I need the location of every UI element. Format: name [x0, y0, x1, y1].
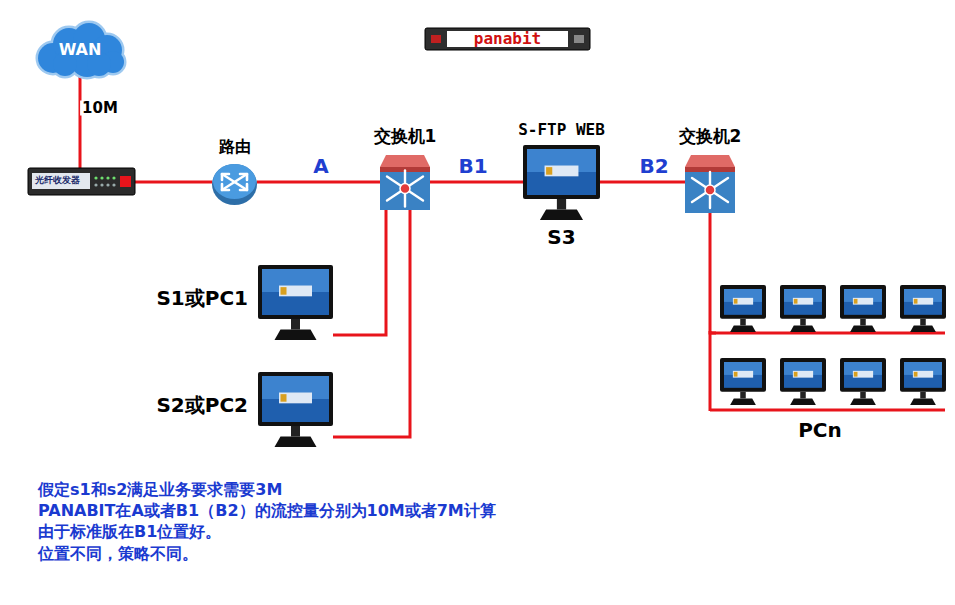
- device-label: 路由: [219, 138, 251, 156]
- pc-group: PCn: [716, 283, 946, 413]
- network-link: [710, 213, 716, 333]
- note-text: PANABIT在A或者B1（B2）的流控量分别为10M或者7M计算: [38, 501, 496, 520]
- network-link: [600, 181, 685, 184]
- switch-icon: 交换机2: [685, 155, 735, 213]
- link-label: 10M: [80, 101, 120, 116]
- fiber-transceiver: 光纤收发器: [28, 168, 135, 195]
- monitor-symbol: [258, 372, 333, 447]
- network-link: [430, 181, 523, 184]
- network-link: [135, 181, 212, 184]
- group-label: PCn: [798, 419, 842, 441]
- device-label: 交换机2: [679, 127, 742, 146]
- server-label: S-FTP WEB: [518, 121, 605, 139]
- network-link: [333, 210, 386, 335]
- network-link: [333, 210, 410, 437]
- pc-monitor: S1或PC1: [258, 265, 333, 340]
- router-icon: 路由: [212, 160, 257, 205]
- device-brand: panabit: [474, 30, 541, 48]
- router-symbol: [212, 160, 257, 205]
- monitor-symbol: [258, 265, 333, 340]
- note-text: 位置不同，策略不同。: [38, 544, 198, 563]
- note-text: 假定s1和s2满足业务要求需要3M: [38, 480, 282, 499]
- pcgroup-symbol: [716, 283, 946, 413]
- panabit-device: panabit: [425, 28, 590, 50]
- device-label: 光纤收发器: [35, 176, 80, 186]
- server-monitor: S-FTP WEBS3: [523, 145, 600, 220]
- note-text: 由于标准版在B1位置好。: [38, 522, 221, 541]
- pc-label: S2或PC2: [156, 394, 248, 416]
- pc-monitor: S2或PC2: [258, 372, 333, 447]
- link-label: A: [311, 156, 330, 176]
- server-id: S3: [547, 226, 575, 248]
- network-link: [257, 181, 380, 184]
- switch-symbol: [380, 155, 430, 210]
- cloud-label: WAN: [59, 41, 102, 59]
- link-label: B2: [637, 156, 670, 176]
- link-label: B1: [456, 156, 489, 176]
- device-label: 交换机1: [374, 127, 437, 146]
- switch-icon: 交换机1: [380, 155, 430, 210]
- switch-symbol: [685, 155, 735, 213]
- monitor-symbol: [523, 145, 600, 220]
- pc-label: S1或PC1: [156, 287, 248, 309]
- wan-cloud: WAN: [35, 22, 125, 77]
- network-link: [79, 77, 82, 168]
